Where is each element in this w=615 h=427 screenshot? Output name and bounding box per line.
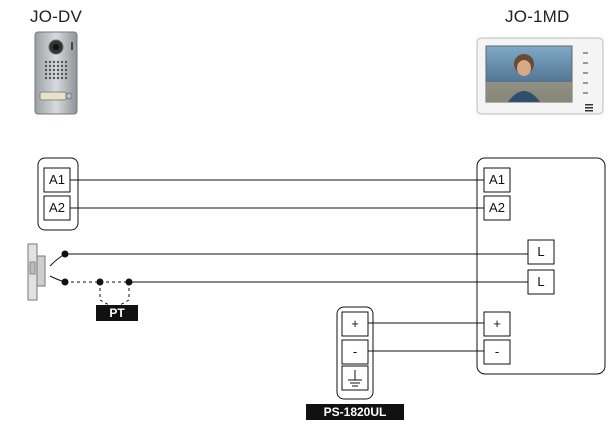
monitor-l2-label: L (537, 274, 545, 289)
monitor-image (476, 37, 604, 115)
monitor-terminal-a1 (483, 167, 511, 193)
psu-minus-label: - (352, 344, 358, 359)
monitor-terminal-minus (483, 339, 511, 365)
monitor-plus-label: + (493, 316, 501, 331)
pt-lead-right (119, 282, 130, 306)
door-terminal-block (37, 157, 79, 231)
ground-icon (348, 370, 362, 387)
monitor-a2-label: A2 (489, 200, 505, 215)
wires (49, 179, 528, 352)
monitor-terminal-l2 (527, 269, 555, 295)
monitor-terminal-l1 (527, 239, 555, 265)
door-station-title: JO-DV (30, 7, 82, 26)
junction-dots (61, 250, 133, 286)
monitor-l1-label: L (537, 244, 545, 259)
monitor-minus-label: - (494, 344, 500, 359)
monitor-title: JO-1MD (505, 7, 570, 26)
psu-terminal-plus (341, 311, 369, 337)
door-strike-icon (27, 243, 46, 301)
power-supply-label: PS-1820UL (306, 404, 404, 420)
door-a1-label: A1 (49, 172, 65, 187)
monitor-terminal-plus (483, 311, 511, 337)
door-terminal-a2 (43, 195, 71, 221)
pt-lead-left (99, 282, 110, 306)
power-supply-block (336, 306, 374, 400)
monitor-terminal-block (476, 157, 606, 375)
pushbutton-label: PT (96, 305, 138, 321)
door-station-image (34, 31, 78, 115)
door-a2-label: A2 (49, 200, 65, 215)
psu-terminal-minus (341, 339, 369, 365)
monitor-a1-label: A1 (489, 172, 505, 187)
psu-plus-label: + (351, 316, 359, 331)
